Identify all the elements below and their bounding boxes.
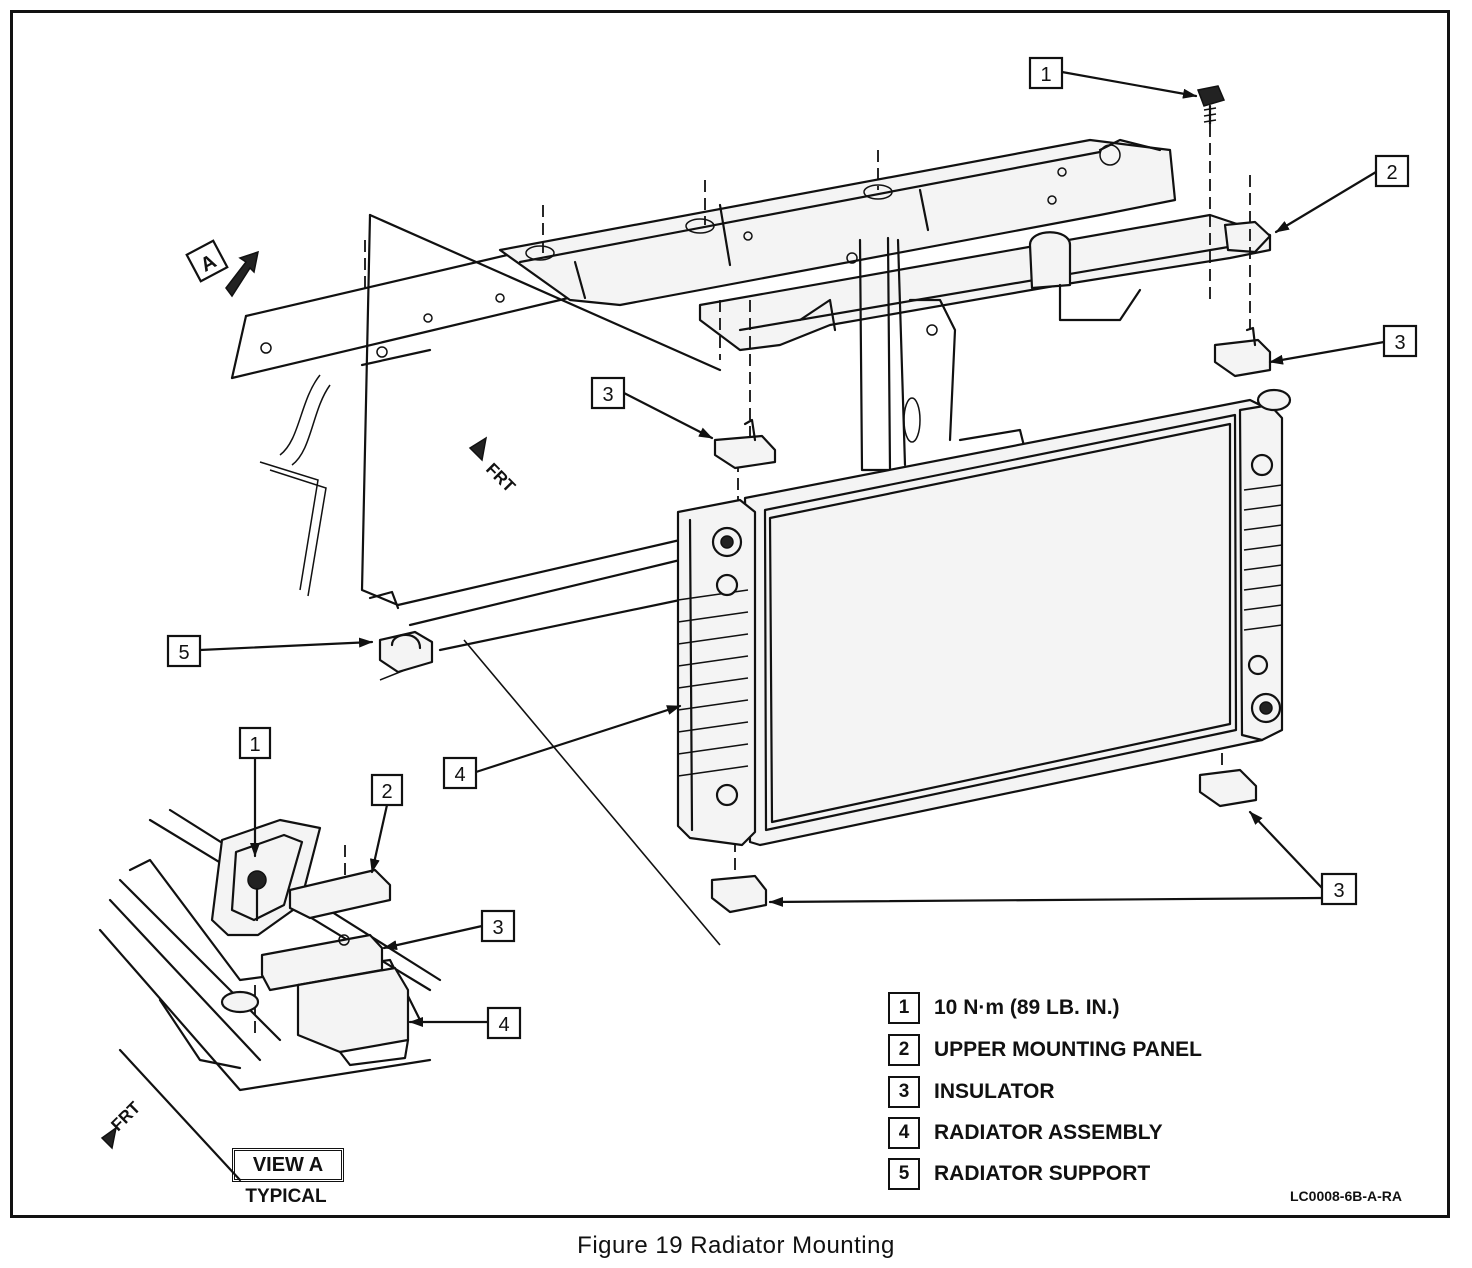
svg-text:3: 3 bbox=[1394, 332, 1405, 354]
callout-4-radiator: 4 bbox=[442, 756, 478, 790]
legend-num: 3 bbox=[888, 1076, 920, 1108]
callout-3-insulator-right-top: 3 bbox=[1382, 324, 1418, 358]
legend-num: 2 bbox=[888, 1034, 920, 1066]
mounting-bolt bbox=[1196, 85, 1226, 126]
radiator-support-clip bbox=[368, 590, 434, 674]
legend-label: RADIATOR ASSEMBLY bbox=[934, 1121, 1163, 1144]
front-marker-text: FRT bbox=[482, 459, 519, 496]
svg-text:3: 3 bbox=[1333, 880, 1344, 902]
callout-3-insulator-left-top: 3 bbox=[590, 376, 626, 410]
svg-text:5: 5 bbox=[178, 642, 189, 664]
callout-2-view-a: 2 bbox=[370, 773, 404, 807]
insulators bbox=[710, 326, 1272, 914]
left-tank-fins bbox=[677, 589, 749, 777]
view-a-label: VIEW A bbox=[232, 1148, 344, 1182]
view-a-arrow: A bbox=[185, 239, 259, 298]
view-a-detail bbox=[98, 808, 442, 1182]
svg-text:1: 1 bbox=[1040, 64, 1051, 86]
front-marker-main: FRT bbox=[468, 436, 519, 497]
legend-num: 4 bbox=[888, 1117, 920, 1149]
callout-4-view-a: 4 bbox=[486, 1006, 522, 1040]
legend-item-4: 4 RADIATOR ASSEMBLY bbox=[888, 1117, 1163, 1149]
callout-1-view-a: 1 bbox=[238, 726, 272, 760]
figure-code: LC0008-6B-A-RA bbox=[1290, 1188, 1403, 1204]
legend-label: UPPER MOUNTING PANEL bbox=[934, 1038, 1202, 1061]
view-a-sublabel: TYPICAL bbox=[245, 1186, 327, 1207]
legend-num: 5 bbox=[888, 1158, 920, 1190]
svg-text:2: 2 bbox=[381, 781, 392, 803]
callout-1-bolt: 1 bbox=[1028, 56, 1064, 90]
legend-item-1: 1 10 N·m (89 LB. IN.) bbox=[888, 992, 1120, 1024]
svg-text:3: 3 bbox=[602, 384, 613, 406]
figure-caption: Figure 19 Radiator Mounting bbox=[577, 1232, 895, 1259]
radiator-support-structure bbox=[230, 138, 1272, 681]
legend-num: 1 bbox=[888, 992, 920, 1024]
assembly-centerlines bbox=[254, 125, 1251, 1035]
figure-frame bbox=[10, 10, 1450, 1218]
svg-text:3: 3 bbox=[492, 917, 503, 939]
callout-5-support: 5 bbox=[166, 634, 202, 668]
callout-3-view-a: 3 bbox=[480, 909, 516, 943]
callout-leaders bbox=[198, 70, 1386, 1027]
svg-text:4: 4 bbox=[498, 1014, 509, 1036]
legend-item-2: 2 UPPER MOUNTING PANEL bbox=[888, 1034, 1202, 1066]
svg-text:4: 4 bbox=[454, 764, 465, 786]
radiator-assembly bbox=[676, 388, 1292, 847]
callout-boxes: 1 2 3 3 3 5 4 1 2 3 4 bbox=[166, 56, 1418, 1040]
legend-item-5: 5 RADIATOR SUPPORT bbox=[888, 1158, 1150, 1190]
svg-text:2: 2 bbox=[1386, 162, 1397, 184]
callout-2-upper-panel: 2 bbox=[1374, 154, 1410, 188]
legend-label: INSULATOR bbox=[934, 1080, 1055, 1103]
legend-label: RADIATOR SUPPORT bbox=[934, 1162, 1151, 1185]
svg-text:1: 1 bbox=[249, 734, 260, 756]
right-tank-fins bbox=[1243, 484, 1283, 631]
legend-item-3: 3 INSULATOR bbox=[888, 1076, 1055, 1108]
front-marker-view-a: FRT bbox=[100, 1098, 145, 1150]
legend-label: 10 N·m (89 LB. IN.) bbox=[934, 996, 1120, 1019]
callout-3-insulator-bottom: 3 bbox=[1320, 872, 1358, 906]
